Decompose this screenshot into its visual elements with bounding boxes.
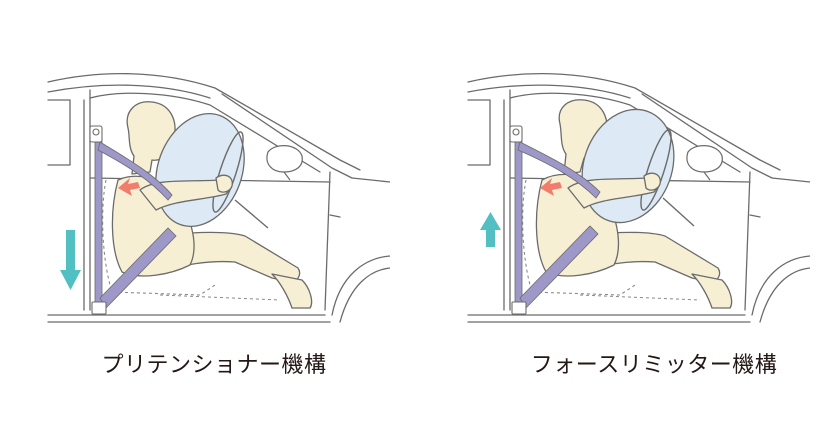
seat-outline [102,179,281,301]
force-limiter-panel: フォースリミッター機構 [420,0,840,448]
pretensioner-illustration [47,73,390,323]
seat-outline [522,179,701,301]
belt-anchor [509,125,527,315]
seat-belt [94,137,177,311]
steering-wheel [212,131,269,229]
belt-anchor [89,125,107,315]
force-limiter-caption: フォースリミッター機構 [530,353,778,378]
chest-force-arrow-icon [540,178,562,196]
side-mirror [686,145,723,181]
chest-force-arrow-icon [118,178,140,196]
pretensioner-panel: プリテンショナー機構 [47,73,390,378]
arrow-down-icon [60,230,81,290]
force-limiter-illustration [467,73,810,323]
arrow-up-icon [480,212,501,247]
pretensioner-caption: プリテンショナー機構 [101,353,327,378]
side-mirror [266,145,303,181]
steering-wheel [640,129,695,227]
car-body-outline [47,73,390,323]
